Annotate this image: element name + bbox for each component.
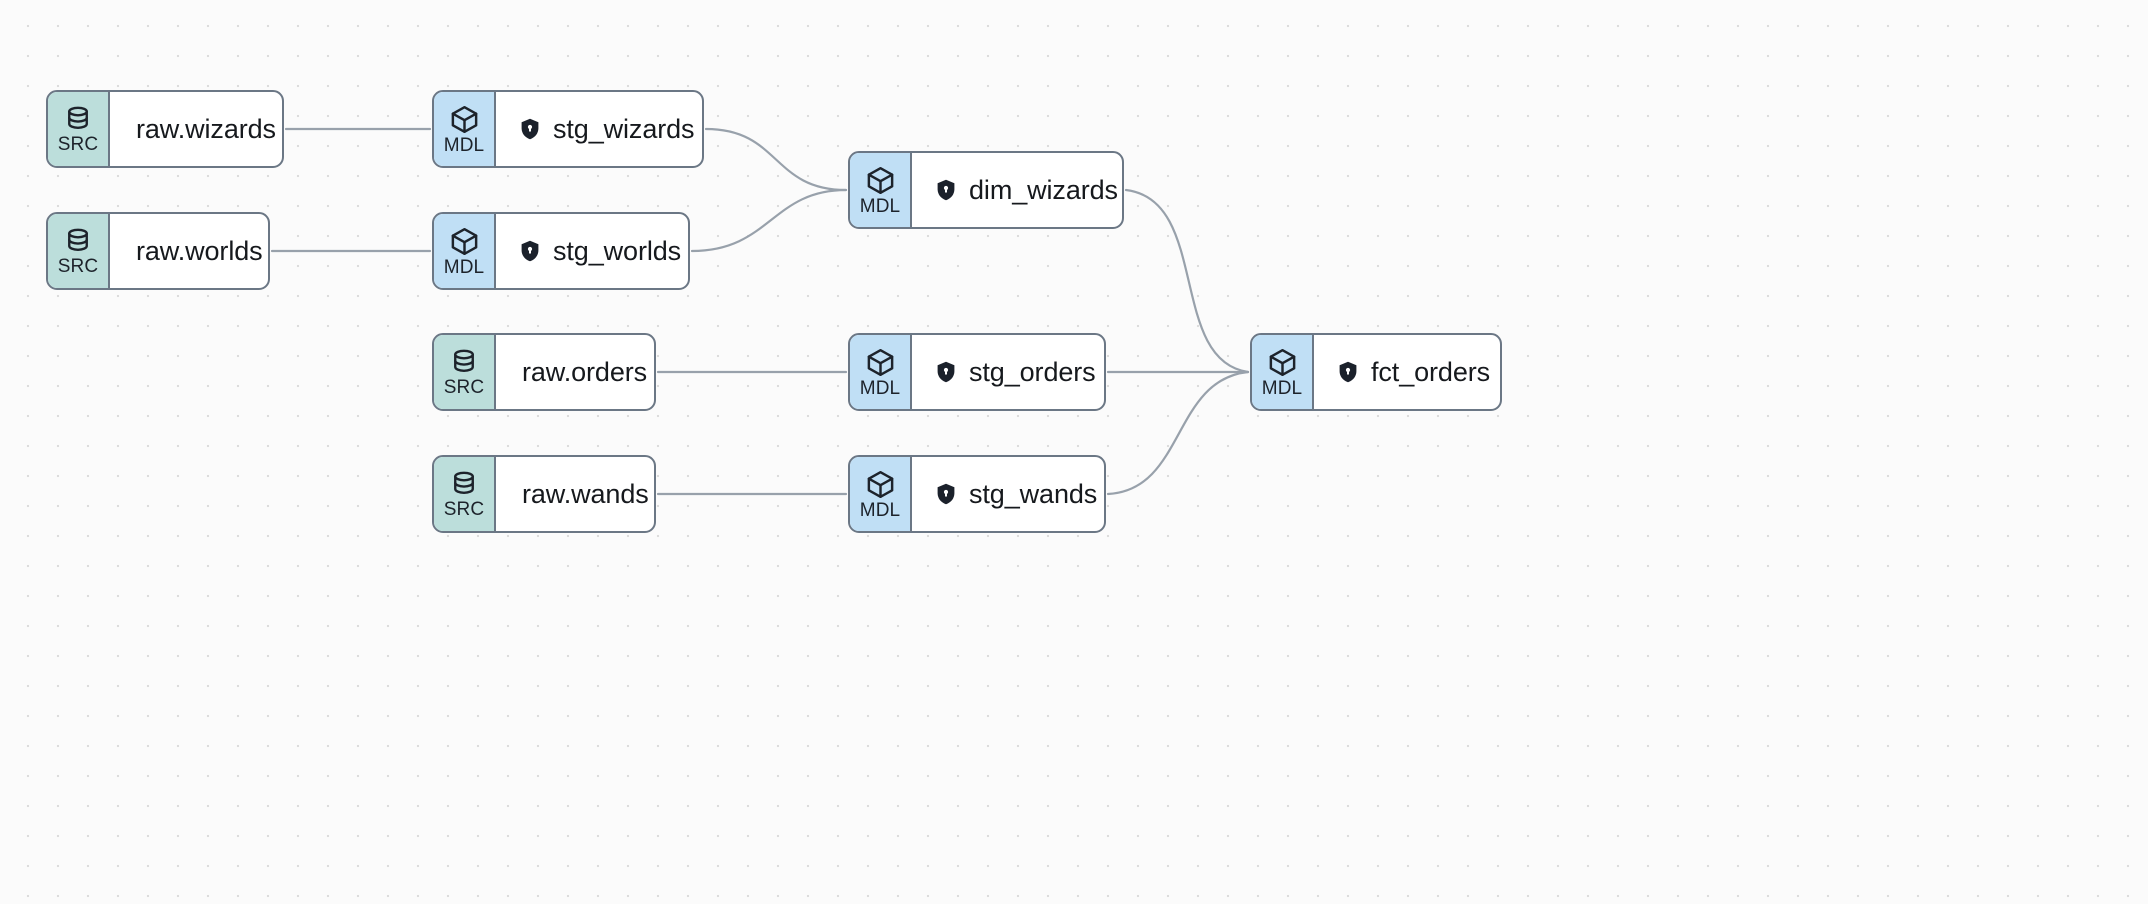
node-label-raw_worlds: raw.worlds <box>136 235 263 266</box>
node-type-label: MDL <box>443 256 485 278</box>
lineage-node-stg_orders[interactable]: MDL stg_orders <box>848 333 1106 411</box>
cube-icon <box>449 104 480 135</box>
lineage-edge <box>1106 370 1250 496</box>
node-type-label: MDL <box>859 499 901 521</box>
node-type-badge-src: SRC <box>48 92 110 166</box>
shield-lock-icon <box>518 117 542 141</box>
node-type-badge-mdl: MDL <box>850 153 912 227</box>
node-type-badge-src: SRC <box>434 335 496 409</box>
node-type-label: MDL <box>859 195 901 217</box>
lineage-node-stg_worlds[interactable]: MDL stg_worlds <box>432 212 690 290</box>
node-label-raw_orders: raw.orders <box>522 356 648 387</box>
shield-lock-icon <box>934 178 958 202</box>
lineage-node-fct_orders[interactable]: MDL fct_orders <box>1250 333 1502 411</box>
cube-icon <box>865 165 896 196</box>
node-label-stg_wizards: stg_wizards <box>553 113 695 144</box>
node-type-label: MDL <box>859 377 901 399</box>
shield-lock-icon <box>518 239 542 263</box>
node-type-label: SRC <box>443 377 485 398</box>
lineage-edge <box>1124 188 1250 374</box>
lineage-node-dim_wizards[interactable]: MDL dim_wizards <box>848 151 1124 229</box>
cube-icon <box>449 226 480 257</box>
node-type-label: SRC <box>57 256 99 277</box>
node-type-label: MDL <box>443 134 485 156</box>
node-type-badge-src: SRC <box>434 457 496 531</box>
node-body: raw.wands <box>496 457 654 531</box>
shield-lock-icon <box>934 360 958 384</box>
lineage-node-raw_worlds[interactable]: SRC raw.worlds <box>46 212 270 290</box>
lineage-node-raw_orders[interactable]: SRC raw.orders <box>432 333 656 411</box>
node-type-label: MDL <box>1261 377 1303 399</box>
node-type-badge-mdl: MDL <box>850 457 912 531</box>
lineage-node-stg_wizards[interactable]: MDL stg_wizards <box>432 90 704 168</box>
shield-lock-icon <box>1336 360 1360 384</box>
node-body: dim_wizards <box>912 153 1122 227</box>
lineage-node-raw_wizards[interactable]: SRC raw.wizards <box>46 90 284 168</box>
database-icon <box>449 347 479 377</box>
node-label-raw_wizards: raw.wizards <box>136 113 276 144</box>
database-icon <box>63 226 93 256</box>
database-icon <box>63 104 93 134</box>
lineage-edge <box>704 127 848 192</box>
node-type-badge-mdl: MDL <box>1252 335 1314 409</box>
cube-icon <box>865 347 896 378</box>
node-label-raw_wands: raw.wands <box>522 478 649 509</box>
database-icon <box>449 469 479 499</box>
node-body: raw.orders <box>496 335 654 409</box>
node-body: stg_wizards <box>496 92 702 166</box>
node-body: raw.wizards <box>110 92 282 166</box>
node-type-label: SRC <box>57 134 99 155</box>
lineage-node-stg_wands[interactable]: MDL stg_wands <box>848 455 1106 533</box>
cube-icon <box>1267 347 1298 378</box>
cube-icon <box>865 469 896 500</box>
node-type-badge-mdl: MDL <box>850 335 912 409</box>
node-label-stg_worlds: stg_worlds <box>553 235 682 266</box>
node-type-badge-mdl: MDL <box>434 214 496 288</box>
node-body: fct_orders <box>1314 335 1500 409</box>
node-type-badge-mdl: MDL <box>434 92 496 166</box>
node-type-badge-src: SRC <box>48 214 110 288</box>
node-label-stg_orders: stg_orders <box>969 356 1096 387</box>
node-label-stg_wands: stg_wands <box>969 478 1098 509</box>
lineage-node-raw_wands[interactable]: SRC raw.wands <box>432 455 656 533</box>
shield-lock-icon <box>934 482 958 506</box>
node-type-label: SRC <box>443 499 485 520</box>
node-body: stg_worlds <box>496 214 688 288</box>
lineage-edge <box>690 188 848 253</box>
node-body: raw.worlds <box>110 214 268 288</box>
node-body: stg_wands <box>912 457 1104 531</box>
node-label-fct_orders: fct_orders <box>1371 356 1491 387</box>
node-body: stg_orders <box>912 335 1104 409</box>
node-label-dim_wizards: dim_wizards <box>969 174 1118 205</box>
